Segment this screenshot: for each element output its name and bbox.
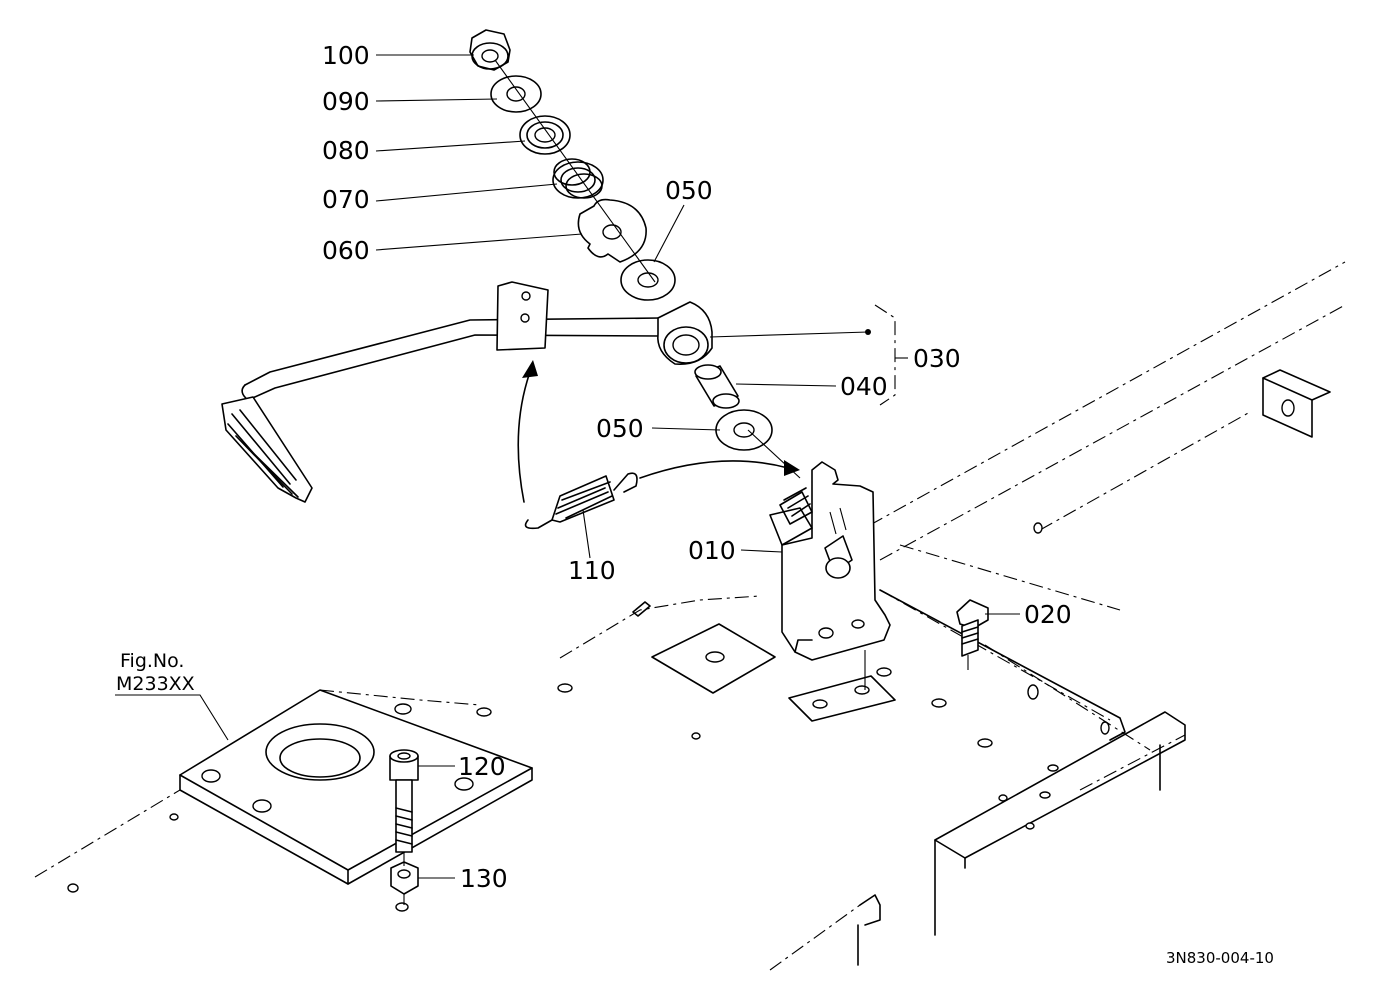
square-plate <box>651 623 776 694</box>
fig-ref-line1: Fig.No. <box>120 650 184 672</box>
collar-080 <box>519 115 571 155</box>
label-030: 030 <box>913 344 961 373</box>
assembly-arrow-spring-to-bracket <box>639 460 800 479</box>
cap-screw-120 <box>389 749 419 853</box>
bracket-base-plate <box>788 675 896 722</box>
spring-070 <box>552 158 604 199</box>
label-080: 080 <box>322 136 370 165</box>
label-120: 120 <box>458 752 506 781</box>
label-050-lower: 050 <box>596 414 644 443</box>
assembly-arrow-spring-to-pedal <box>517 360 538 503</box>
bolt-020 <box>956 599 989 657</box>
figure-reference: Fig.No. M233XX <box>116 650 195 695</box>
assembly-axis-upper <box>494 59 656 283</box>
return-spring-110 <box>524 472 638 530</box>
document-code: 3N830-004-10 <box>1166 949 1274 967</box>
label-130: 130 <box>460 864 508 893</box>
washer-050-lower <box>715 409 773 451</box>
label-070: 070 <box>322 185 370 214</box>
nut-100 <box>469 29 511 71</box>
washer-050-upper <box>620 259 676 301</box>
brake-pedal <box>221 281 713 503</box>
washer-060 <box>577 198 647 263</box>
part-labels: 100 090 080 070 060 050 030 040 050 110 … <box>322 41 1072 893</box>
fig-ref-line2: M233XX <box>116 673 195 695</box>
mounting-plate <box>179 689 533 885</box>
label-110: 110 <box>568 556 616 585</box>
bracket-010 <box>769 461 891 661</box>
label-050-upper: 050 <box>665 176 713 205</box>
label-060: 060 <box>322 236 370 265</box>
leader-lines <box>115 54 1020 879</box>
label-040: 040 <box>840 372 888 401</box>
label-090: 090 <box>322 87 370 116</box>
bushing-040 <box>694 364 740 409</box>
label-010: 010 <box>688 536 736 565</box>
chassis-frame <box>34 261 1346 971</box>
nut-130 <box>390 861 419 895</box>
washer-090 <box>490 75 542 113</box>
label-020: 020 <box>1024 600 1072 629</box>
label-100: 100 <box>322 41 370 70</box>
